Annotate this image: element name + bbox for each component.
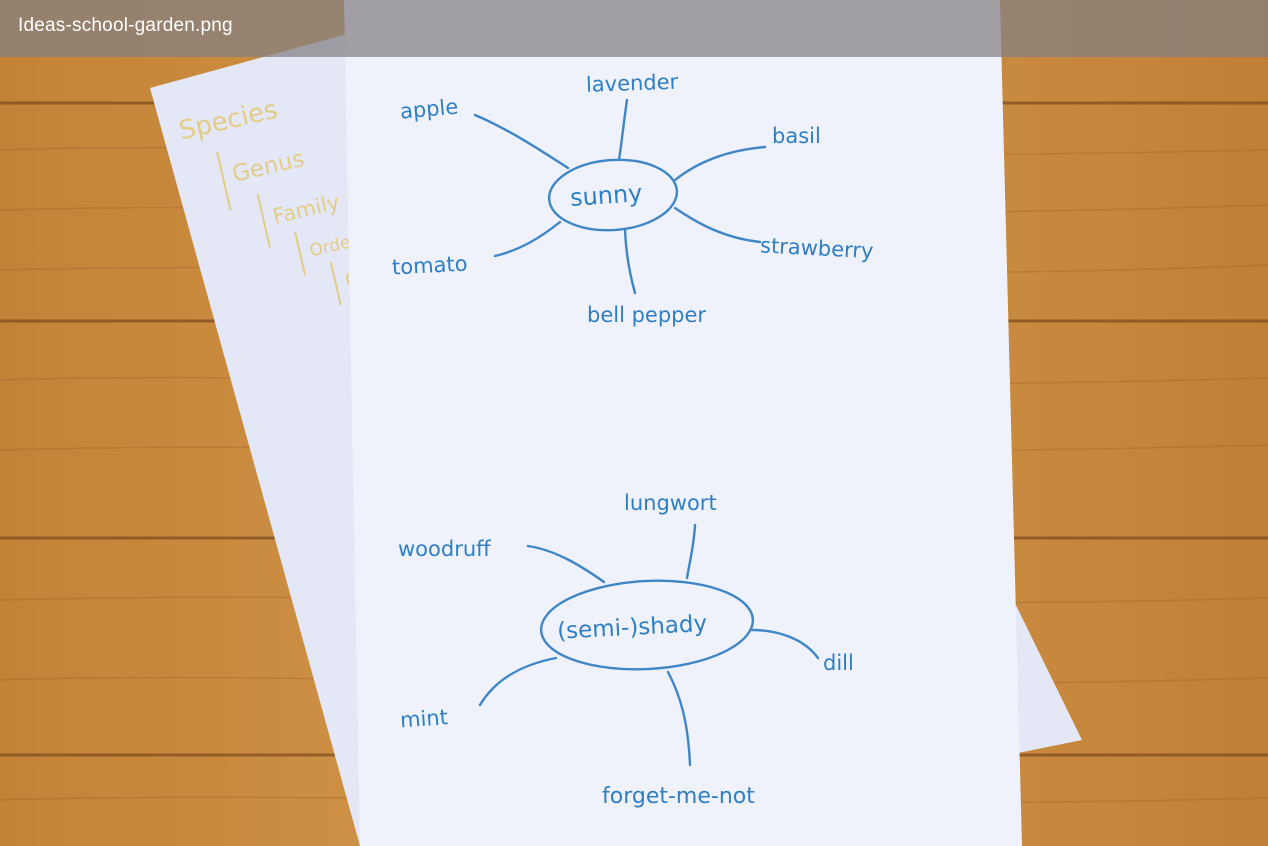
label-dill: dill [823, 651, 854, 675]
label-forget-me-not: forget-me-not [602, 784, 755, 809]
branch-bell-pepper [623, 228, 637, 295]
branch-lungwort [685, 523, 697, 580]
label-basil: basil [772, 124, 821, 148]
shady-mind-map [478, 523, 820, 767]
sunny-center-label: sunny [569, 179, 643, 212]
label-mint: mint [399, 705, 448, 732]
label-tomato: tomato [391, 252, 468, 280]
front-paper-sheet [344, 0, 1022, 846]
shady-bubble [539, 579, 755, 671]
sunny-labels: sunny apple lavender basil strawberry be… [391, 70, 874, 327]
branch-mint [478, 656, 558, 707]
label-strawberry: strawberry [760, 233, 875, 263]
label-bell-pepper: bell pepper [587, 303, 706, 327]
branch-lavender [617, 98, 629, 162]
sunny-bubble [547, 158, 679, 232]
branch-forget-me-not [666, 670, 692, 767]
branch-woodruff [526, 544, 606, 584]
branch-basil [673, 145, 767, 182]
branch-dill [750, 628, 820, 660]
file-name-bar: Ideas-school-garden.png [0, 0, 1268, 57]
label-lavender: lavender [586, 70, 679, 97]
label-apple: apple [399, 95, 459, 124]
sunny-mind-map [473, 98, 767, 295]
branch-strawberry [673, 206, 762, 244]
label-woodruff: woodruff [398, 537, 491, 561]
branch-apple [473, 113, 570, 170]
file-name-label: Ideas-school-garden.png [18, 15, 233, 36]
branch-tomato [493, 220, 562, 258]
label-lungwort: lungwort [624, 491, 717, 515]
